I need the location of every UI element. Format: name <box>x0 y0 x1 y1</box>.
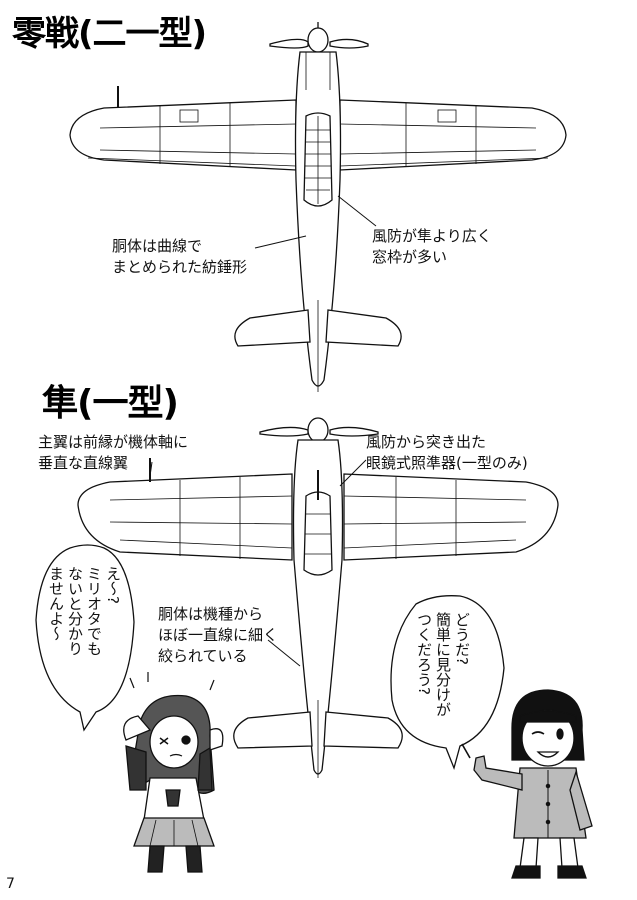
hayabusa-tailplane <box>233 711 403 749</box>
note-fuselage-zero: 胴体は曲線で まとめられた紡錘形 <box>112 236 247 278</box>
right-speech-bubble <box>390 595 505 771</box>
speech-line: ないと分かり <box>66 566 84 656</box>
page-number: 7 <box>6 876 15 892</box>
zero-right-wing <box>339 99 567 171</box>
note-line: 絞られている <box>158 647 248 665</box>
right-speech-text: どうだ? 簡単に見分けが つくだろう? <box>414 612 471 742</box>
note-line: 風防から突き出た <box>366 433 487 451</box>
note-line: まとめられた紡錘形 <box>112 258 248 276</box>
zero-plane-drawing <box>69 22 567 392</box>
note-sight-hayabusa: 風防から突き出た 眼鏡式照準器(一型のみ) <box>366 432 528 474</box>
hayabusa-plane-drawing <box>77 417 559 778</box>
left-speech-text: え〜? ミリオタでも ないと分かり ませんよ〜 <box>46 566 122 706</box>
note-line: 胴体は曲線で <box>112 237 203 255</box>
note-line: 主翼は前縁が機体軸に <box>38 433 189 451</box>
speech-line: 簡単に見分けが <box>434 612 452 717</box>
zero-title: 零戦(二一型) <box>12 14 207 54</box>
note-line: 風防が隼より広く <box>372 227 492 245</box>
note-line: ほぼ一直線に細く <box>158 626 279 644</box>
note-line: 胴体は機種から <box>158 605 264 623</box>
hayabusa-title: 隼(一型) <box>42 383 179 424</box>
note-line: 窓枠が多い <box>372 248 448 266</box>
speech-line: え〜? <box>104 566 122 604</box>
speech-line: ミリオタでも <box>85 566 103 656</box>
right-character-drawing <box>461 689 593 879</box>
note-line: 垂直な直線翼 <box>38 454 129 472</box>
speech-line: ませんよ〜 <box>47 566 65 641</box>
left-speech-bubble <box>35 544 135 732</box>
zero-left-wing <box>69 99 297 171</box>
speech-line: つくだろう? <box>415 612 433 695</box>
note-fuselage-hayabusa: 胴体は機種から ほぼ一直線に細く 絞られている <box>158 604 278 667</box>
hayabusa-canopy <box>303 491 333 576</box>
hayabusa-right-wing <box>343 473 559 561</box>
note-canopy-zero: 風防が隼より広く 窓枠が多い <box>372 226 492 268</box>
hayabusa-propeller <box>259 417 379 443</box>
note-wing-hayabusa: 主翼は前縁が機体軸に 垂直な直線翼 <box>38 432 188 474</box>
zero-tailplane <box>234 309 402 347</box>
left-character-drawing <box>123 672 224 873</box>
note-line: 眼鏡式照準器(一型のみ) <box>366 454 528 472</box>
zero-propeller <box>269 22 369 53</box>
hayabusa-left-wing <box>77 473 293 561</box>
speech-line: どうだ? <box>453 612 471 665</box>
